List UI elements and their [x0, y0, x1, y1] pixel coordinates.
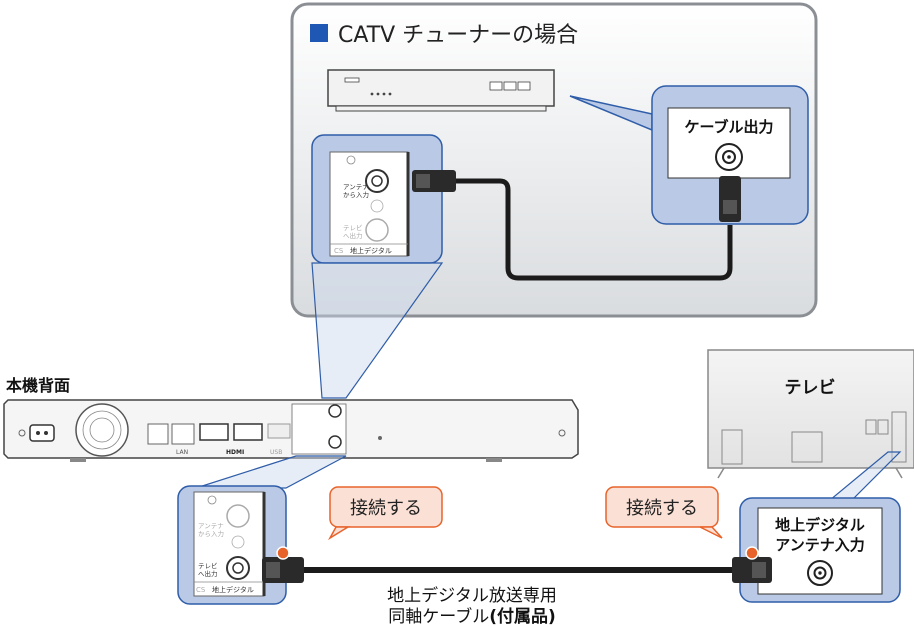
catv-tuner-box: [327, 69, 555, 112]
svg-text:へ出力: へ出力: [198, 569, 218, 578]
svg-text:から入力: から入力: [198, 529, 224, 538]
catv-panel-title: CATV チューナーの場合: [338, 23, 578, 48]
cable-output-jack-icon: [715, 143, 743, 171]
svg-text:へ出力: へ出力: [343, 231, 363, 240]
catv-panel: CATV チューナーの場合 ケーブル出力: [290, 2, 818, 318]
recorder-title: 本機背面: [6, 376, 70, 395]
connect-label-right: 接続する: [626, 498, 698, 519]
usb-label: USB: [270, 449, 282, 456]
terrestrial-tag-lower: 地上デジタル: [212, 585, 254, 594]
connector-upper-right: [719, 176, 741, 222]
antenna-in-label-lower: アンテナ: [198, 522, 224, 530]
svg-text:テレビ: テレビ: [343, 223, 363, 232]
connector-upper-left: [412, 170, 456, 192]
connector-lower-right: [732, 546, 772, 583]
recorder-port-detail-upper: アンテナ から入力 テレビ へ出力 CS 地上デジタル: [329, 151, 410, 257]
connector-lower-right-dot: [745, 546, 759, 560]
cs-tag-lower: CS: [196, 586, 206, 594]
connector-lower-left-dot: [276, 546, 290, 560]
tv-illustration: [707, 349, 914, 479]
svg-text:CS: CS: [334, 247, 344, 255]
fan-grille: [75, 403, 129, 457]
catv-title-square-icon: [310, 24, 328, 42]
lan-label: LAN: [176, 449, 188, 456]
power-inlet: [29, 424, 55, 442]
svg-text:アンテナ: アンテナ: [343, 183, 369, 191]
connect-callout-right: 接続する: [605, 486, 723, 539]
svg-text:テレビ: テレビ: [198, 561, 218, 570]
recorder-port-detail-lower: アンテナ から入力 テレビ へ出力 CS 地上デジタル: [193, 491, 266, 597]
cable-caption-line2: 同軸ケーブル(付属品): [388, 606, 556, 627]
recorder-back-panel: LAN HDMI USB: [3, 399, 579, 462]
tv-antenna-jack-icon: [807, 560, 833, 586]
connect-callout-left: 接続する: [327, 486, 443, 541]
cable-caption-main: 同軸ケーブル: [388, 606, 489, 627]
svg-text:から入力: から入力: [343, 190, 369, 199]
cable-output-label: ケーブル出力: [684, 118, 773, 136]
tv-title: テレビ: [785, 378, 836, 398]
hdmi-label: HDMI: [226, 449, 244, 456]
cable-caption-line1: 地上デジタル放送専用: [387, 585, 557, 606]
connect-label-left: 接続する: [350, 498, 422, 519]
connector-lower-left: [262, 546, 304, 583]
tv-input-label-2: アンテナ入力: [775, 536, 864, 554]
tv-input-label-1: 地上デジタル: [775, 516, 865, 534]
terrestrial-tag-upper: 地上デジタル: [350, 246, 392, 255]
cable-caption-bold: (付属品): [489, 606, 556, 627]
